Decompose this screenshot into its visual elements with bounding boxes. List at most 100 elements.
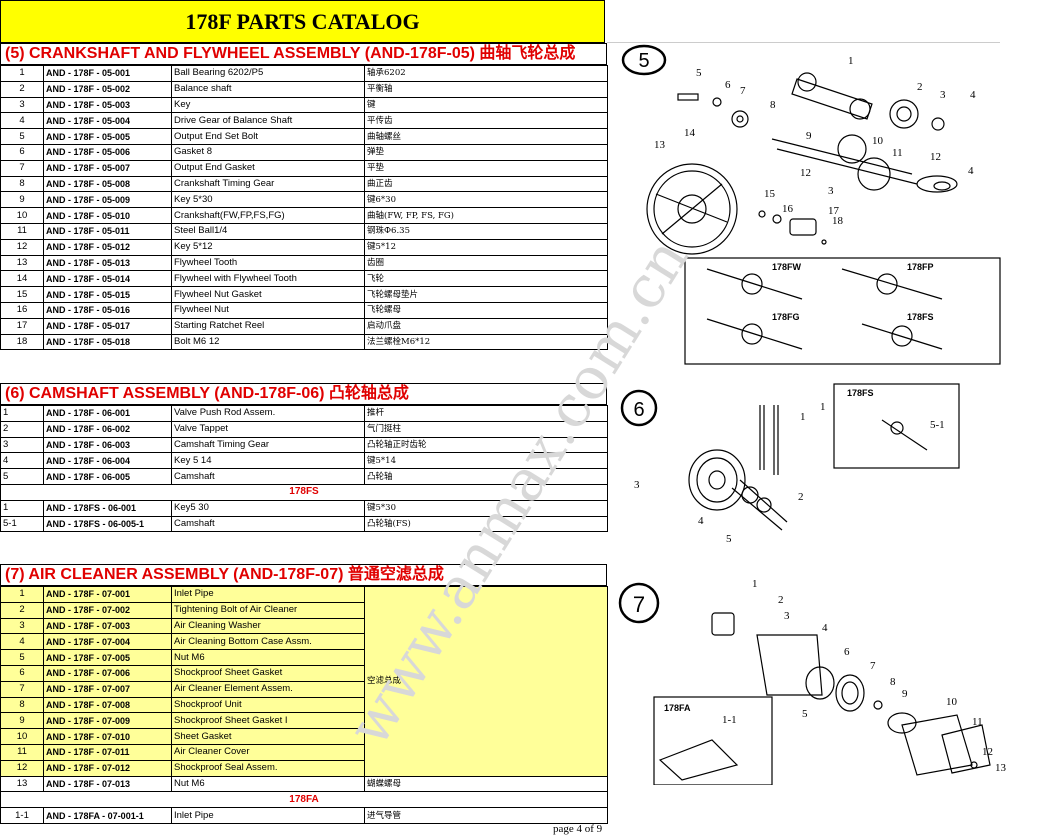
part-number: 5 [0,649,44,666]
svg-text:2: 2 [798,491,804,503]
part-number: 6 [0,143,44,161]
part-name: Key 5*30 [171,191,365,209]
svg-text:3: 3 [784,610,790,622]
part-name: Shockproof Unit [171,696,365,714]
part-number: 12 [0,759,44,777]
variant-label: 178FW [772,262,802,272]
part-name: Valve Push Rod Assem. [171,405,365,422]
svg-text:1: 1 [752,578,758,590]
part-name: Crankshaft(FW,FP,FS,FG) [171,207,365,224]
part-number: 9 [0,191,44,209]
part-number: 4 [0,452,44,470]
part-number: 5 [0,128,44,145]
part-number: 15 [0,286,44,303]
part-number: 1 [0,499,44,517]
part-name: Air Cleaning Washer [171,617,365,635]
catalog-title-text: 178F PARTS CATALOG [185,8,420,34]
part-number: 10 [0,207,44,224]
part-number: 6 [0,664,44,682]
part-code: AND - 178F - 07-003 [43,617,172,635]
part-name-cn: 飞轮 [364,270,608,288]
part-name-cn: 钢珠Ф6.35 [364,222,608,240]
variant-subheading: 178FA [0,791,608,809]
part-number: 8 [0,175,44,193]
part-number: 3 [0,617,44,635]
part-name: Key 5*12 [171,238,365,256]
part-name: Shockproof Sheet Gasket [171,664,365,682]
part-name: Camshaft Timing Gear [171,436,365,454]
variant-label: 178FA [664,703,691,713]
section-camshaft: (6) CAMSHAFT ASSEMBLY (AND-178F-06) 凸轮轴总… [0,383,608,533]
part-code: AND - 178FS - 06-005-1 [43,515,172,533]
svg-text:9: 9 [806,130,812,142]
part-name: Inlet Pipe [171,807,365,824]
variant-label: 178FS [847,388,874,398]
part-name-cn: 键 [364,96,608,114]
part-number: 17 [0,317,44,335]
part-name: Nut M6 [171,649,365,666]
svg-text:8: 8 [890,676,896,688]
part-code: AND - 178F - 05-010 [43,207,172,224]
part-code: AND - 178F - 05-017 [43,317,172,335]
part-number: 11 [0,222,44,240]
part-code: AND - 178F - 05-003 [43,96,172,114]
part-number: 1-1 [0,807,44,824]
part-code: AND - 178F - 05-016 [43,301,172,319]
svg-text:13: 13 [995,762,1007,774]
part-name-cn: 曲轴(FW, FP, FS, FG) [364,207,608,224]
part-number: 9 [0,712,44,730]
part-code: AND - 178FS - 06-001 [43,499,172,517]
diagram-marker: 6 [633,399,644,421]
part-name: Bolt M6 12 [171,333,365,351]
part-name: Key [171,96,365,114]
part-code: AND - 178F - 05-001 [43,65,172,82]
svg-text:5-1: 5-1 [930,419,945,431]
part-name-cn: 凸轮轴正时齿轮 [364,436,608,454]
part-name-cn: 法兰螺栓M6*12 [364,333,608,351]
svg-text:1-1: 1-1 [722,714,737,726]
part-name-cn: 键5*14 [364,452,608,470]
svg-text:6: 6 [844,646,850,658]
part-name: Output End Set Bolt [171,128,365,145]
part-number: 10 [0,728,44,745]
part-name: Flywheel Tooth [171,254,365,272]
part-name-cn: 齿圈 [364,254,608,272]
part-name: Flywheel Nut [171,301,365,319]
svg-text:16: 16 [782,203,794,215]
subheading-row: 178FA [0,791,608,809]
part-number: 2 [0,420,44,438]
svg-text:1: 1 [800,411,806,423]
part-code: AND - 178F - 07-002 [43,601,172,619]
part-number: 12 [0,238,44,256]
svg-text:12: 12 [800,167,811,179]
part-number: 5 [0,468,44,485]
part-code: AND - 178F - 07-011 [43,743,172,761]
part-name-cn: 平衡轴 [364,80,608,98]
part-code: AND - 178F - 05-006 [43,143,172,161]
part-name-cn: 进气导管 [364,807,608,824]
part-name-cn: 飞轮螺母 [364,301,608,319]
section-heading: (7) AIR CLEANER ASSEMBLY (AND-178F-07) 普… [0,564,607,586]
part-code: AND - 178FA - 07-001-1 [43,807,172,824]
part-code: AND - 178F - 06-005 [43,468,172,485]
part-name: Shockproof Seal Assem. [171,759,365,777]
divider [607,42,1000,43]
part-name-cn: 弹垫 [364,143,608,161]
diagram-marker: 7 [633,592,645,617]
part-code: AND - 178F - 05-018 [43,333,172,351]
part-number: 18 [0,333,44,351]
